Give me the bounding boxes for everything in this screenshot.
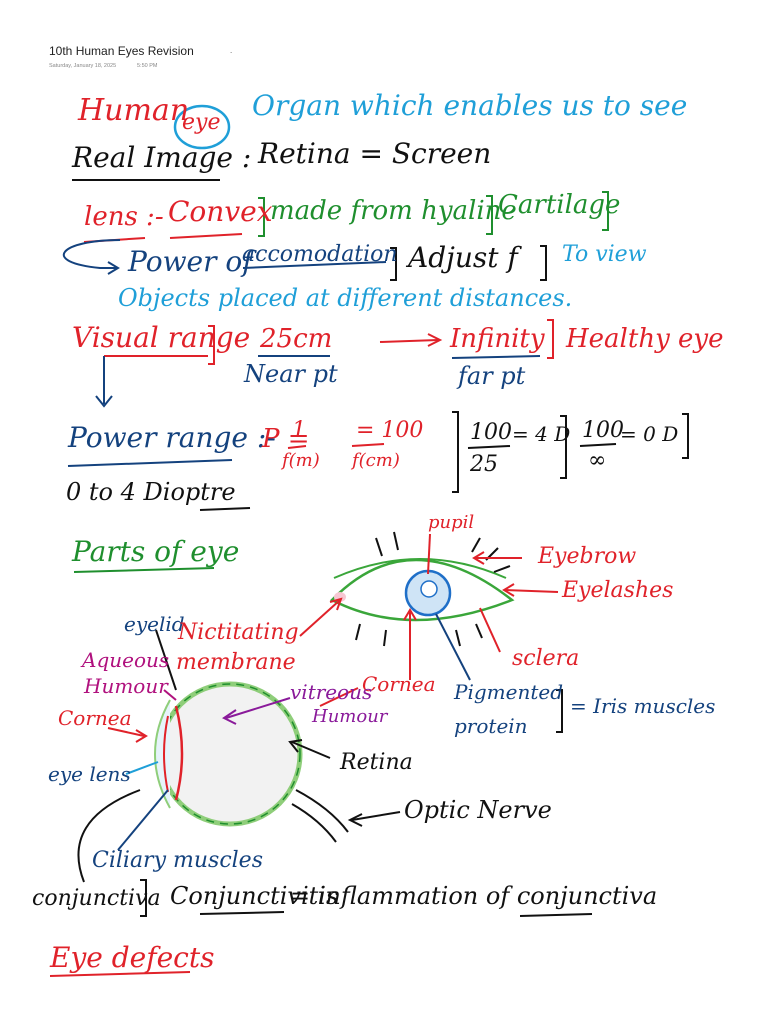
heading-eye: eye xyxy=(182,112,220,134)
label-eyelashes: Eyelashes xyxy=(562,580,673,602)
calc2-denominator: ∞ xyxy=(588,450,606,472)
label-pupil: pupil xyxy=(428,514,474,532)
label-eyelid: eyelid xyxy=(124,614,185,634)
label-conjunctiva: conjunctiva xyxy=(32,888,161,910)
label-eye-lens: eye lens xyxy=(48,764,131,784)
label-pigmented: Pigmented xyxy=(454,682,563,702)
calc2-result: = 0 D xyxy=(620,424,678,444)
label-iris-muscles: = Iris muscles xyxy=(570,696,715,716)
infinity-label: Infinity xyxy=(450,326,545,352)
objects-placed: Objects placed at different distances. xyxy=(118,286,572,310)
calc1-denominator: 25 xyxy=(470,454,498,476)
formula-f-cm: f(cm) xyxy=(352,452,400,470)
label-ciliary-muscles: Ciliary muscles xyxy=(92,850,263,872)
parts-of-eye-heading: Parts of eye xyxy=(72,538,239,566)
near-point-label: Near pt xyxy=(244,362,338,386)
label-eyebrow: Eyebrow xyxy=(538,546,636,568)
label-protein: protein xyxy=(454,716,528,736)
label-aqueous: Aqueous xyxy=(82,650,169,670)
real-image-label: Real Image : xyxy=(72,144,251,172)
heading-human: Human xyxy=(78,96,189,126)
calc1-numerator: 100 xyxy=(470,422,512,444)
adjust-f-label: Adjust f xyxy=(408,244,518,272)
label-sclera: sclera xyxy=(512,648,579,670)
healthy-eye-label: Healthy eye xyxy=(566,326,724,352)
conjunctivitis-definition: = inflammation of conjunctiva xyxy=(290,884,657,908)
label-vitreous: vitreous xyxy=(290,682,372,702)
accomodation-label: accomodation xyxy=(242,244,398,266)
label-cornea-top: Cornea xyxy=(362,674,436,694)
label-vitreous-humour: Humour xyxy=(312,708,387,726)
eye-definition: Organ which enables us to see xyxy=(252,92,687,120)
cartilage-label: Cartilage xyxy=(498,192,620,218)
near-point-value: 25cm xyxy=(260,326,332,352)
far-point-label: far pt xyxy=(458,364,525,388)
label-membrane: membrane xyxy=(176,652,296,674)
convex-label: Convex xyxy=(168,198,273,226)
label-aqueous-humour: Humour xyxy=(84,676,168,696)
made-from-hyaline: made from hyaline xyxy=(270,198,517,224)
label-retina: Retina xyxy=(340,752,413,774)
label-optic-nerve: Optic Nerve xyxy=(404,798,552,822)
formula-one: 1 xyxy=(292,420,306,442)
visual-range-label: Visual range xyxy=(72,324,250,352)
calc1-result: = 4 D xyxy=(512,424,570,444)
label-cornea-left: Cornea xyxy=(58,708,132,728)
power-range-label: Power range :- xyxy=(68,424,276,452)
calc2-numerator: 100 xyxy=(582,420,624,442)
formula-hundred: = 100 xyxy=(356,420,423,442)
formula-f-m: f(m) xyxy=(282,452,320,470)
eye-defects-heading: Eye defects xyxy=(50,944,214,972)
to-view-label: To view xyxy=(562,244,647,266)
label-nictitating: Nictitating xyxy=(178,622,299,644)
power-of-label: Power of xyxy=(128,248,253,276)
retina-screen: Retina = Screen xyxy=(258,140,491,168)
lens-label: lens :- xyxy=(84,204,164,230)
power-range-value: 0 to 4 Dioptre xyxy=(66,480,236,504)
